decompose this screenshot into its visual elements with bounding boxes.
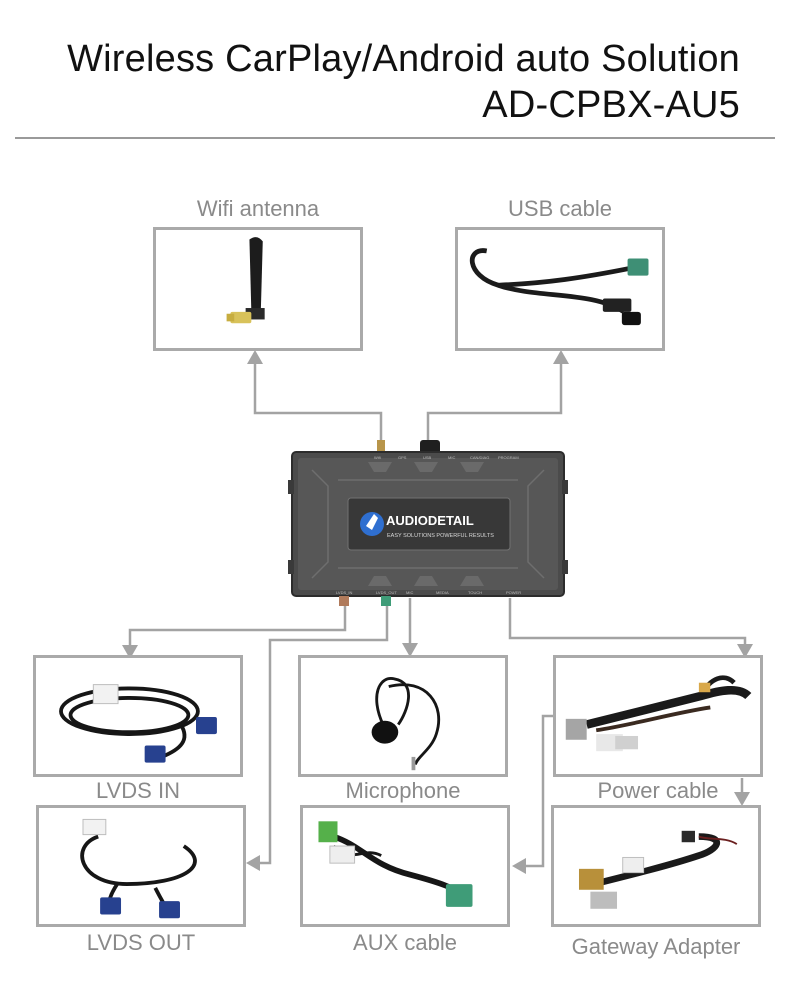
gateway-adapter-box [551, 805, 761, 927]
antenna-whip [249, 237, 263, 315]
gateway-plug-b [590, 891, 618, 909]
wifi-antenna-illustration [226, 237, 265, 324]
bottom-port-label-2: MIC [406, 590, 413, 595]
lvds-out-port-connector [381, 596, 391, 606]
wifi-antenna-label: Wifi antenna [196, 196, 320, 221]
lvds-in-port-connector [339, 596, 349, 606]
bottom-port-label-3: MEDIA [436, 590, 449, 595]
brand-name: AUDIODETAIL [386, 513, 474, 528]
usb-port-connector [420, 440, 440, 454]
arrowhead-wifi [247, 350, 263, 364]
aux-fakra-connector [445, 884, 473, 907]
arrowhead-aux [512, 858, 526, 874]
lvds-in-connector-a [196, 716, 217, 735]
top-port-label-3: MIC [448, 455, 455, 460]
aux-green-plug [318, 821, 338, 843]
lvds-out-label: LVDS OUT [86, 930, 196, 955]
connector-lvds-out [259, 598, 389, 865]
lvds-out-connector-a [100, 897, 122, 915]
connector-power [508, 598, 747, 646]
cable-label-tag [92, 684, 119, 705]
brand-tagline: EASY SOLUTIONS POWERFUL RESULTS [387, 533, 494, 539]
lvds-out-connector-b [159, 901, 180, 919]
top-port-label-5: PROGRAM [498, 455, 519, 460]
gateway-adapter-illustration [578, 830, 738, 909]
lvds-in-box [33, 655, 243, 777]
lvds-in-label: LVDS IN [96, 778, 180, 803]
bottom-port-label-4: TOUCH [468, 590, 482, 595]
usb-cable-label: USB cable [508, 196, 612, 221]
aux-cable-label: AUX cable [353, 930, 457, 955]
usb-cable-illustration [470, 248, 649, 326]
connector-usb [426, 362, 563, 452]
microphone-capsule [371, 720, 399, 744]
arrowhead-power [737, 644, 753, 658]
aux-cable-tag [329, 845, 356, 864]
header-divider [15, 137, 775, 139]
top-port-label-0: Wifi [374, 455, 381, 460]
wifi-antenna-box [153, 227, 363, 351]
lvds-in-connector-b [144, 745, 166, 763]
power-cable-label: Power cable [597, 778, 719, 803]
gateway-cable-tag [622, 856, 645, 874]
cable-label-tag [82, 818, 107, 836]
power-plug-a [565, 718, 587, 740]
bottom-port-label-5: POWER [506, 590, 521, 595]
arrowhead-usb [553, 350, 569, 364]
arrowhead-lvds-in [122, 645, 138, 659]
arrowhead-lvds-out [246, 855, 260, 871]
power-cable-box [553, 655, 763, 777]
lvds-out-illustration [80, 818, 197, 919]
top-port-label-4: CAN/DIAG [470, 455, 489, 460]
connector-lvds-in [128, 598, 347, 646]
lvds-in-illustration [59, 684, 217, 763]
power-cable-illustration [565, 675, 752, 752]
connector-wifi [253, 362, 383, 452]
top-port-label-2: USB [423, 455, 432, 460]
microphone-illustration [371, 677, 441, 771]
bottom-port-label-1: LVDS_OUT [376, 590, 397, 595]
audio-jack [411, 756, 416, 771]
arrowhead-microphone [402, 643, 418, 657]
aux-cable-box [300, 805, 510, 927]
top-port-label-1: GPS [398, 455, 407, 460]
gateway-adapter-label: Gateway Adapter [571, 934, 741, 959]
gateway-plug-a [578, 868, 604, 890]
antenna-connector [230, 311, 252, 324]
arrowhead-gateway [734, 792, 750, 806]
adapter-box: AUDIODETAIL EASY SOLUTIONS POWERFUL RESU… [288, 440, 568, 606]
usb-cable-box [455, 227, 665, 351]
microphone-label: Microphone [345, 778, 461, 803]
wifi-port-connector [377, 440, 385, 454]
lvds-out-box [36, 805, 246, 927]
usb-fakra-connector [627, 258, 649, 276]
title-line-1: Wireless CarPlay/Android auto Solution [67, 38, 740, 80]
title-line-2: AD-CPBX-AU5 [482, 84, 740, 126]
usb-port-end [602, 298, 632, 312]
connector-aux [525, 714, 553, 868]
microphone-box [298, 655, 508, 777]
bottom-port-label-0: LVDS_IN [336, 590, 352, 595]
aux-cable-illustration [318, 821, 473, 907]
